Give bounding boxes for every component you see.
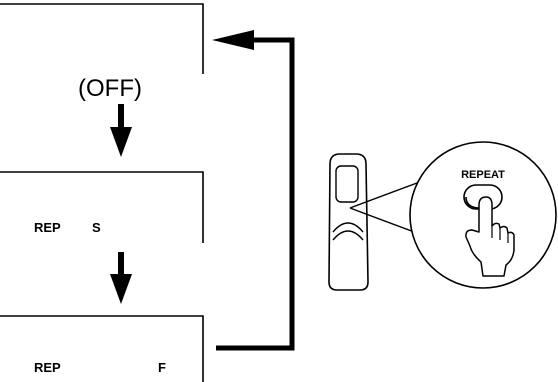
return-loop-arrow xyxy=(212,30,295,351)
off-status-text: (OFF) xyxy=(78,75,142,102)
pointing-hand-icon xyxy=(465,196,515,277)
display-panel-repeat-folder: REP F xyxy=(0,315,204,382)
display-panel-off: (OFF) xyxy=(0,3,204,102)
remote-control-icon xyxy=(328,153,369,291)
mode-indicator: F xyxy=(158,360,166,375)
rep-label: REP xyxy=(34,360,61,375)
down-arrow-icon xyxy=(110,252,132,304)
zoom-callout: REPEAT xyxy=(409,141,557,289)
down-arrow-icon xyxy=(110,104,132,157)
rep-label: REP xyxy=(34,220,61,235)
display-panel-repeat-single: REP S xyxy=(0,171,204,243)
mode-indicator: S xyxy=(92,220,101,235)
repeat-button-label: REPEAT xyxy=(461,169,505,181)
